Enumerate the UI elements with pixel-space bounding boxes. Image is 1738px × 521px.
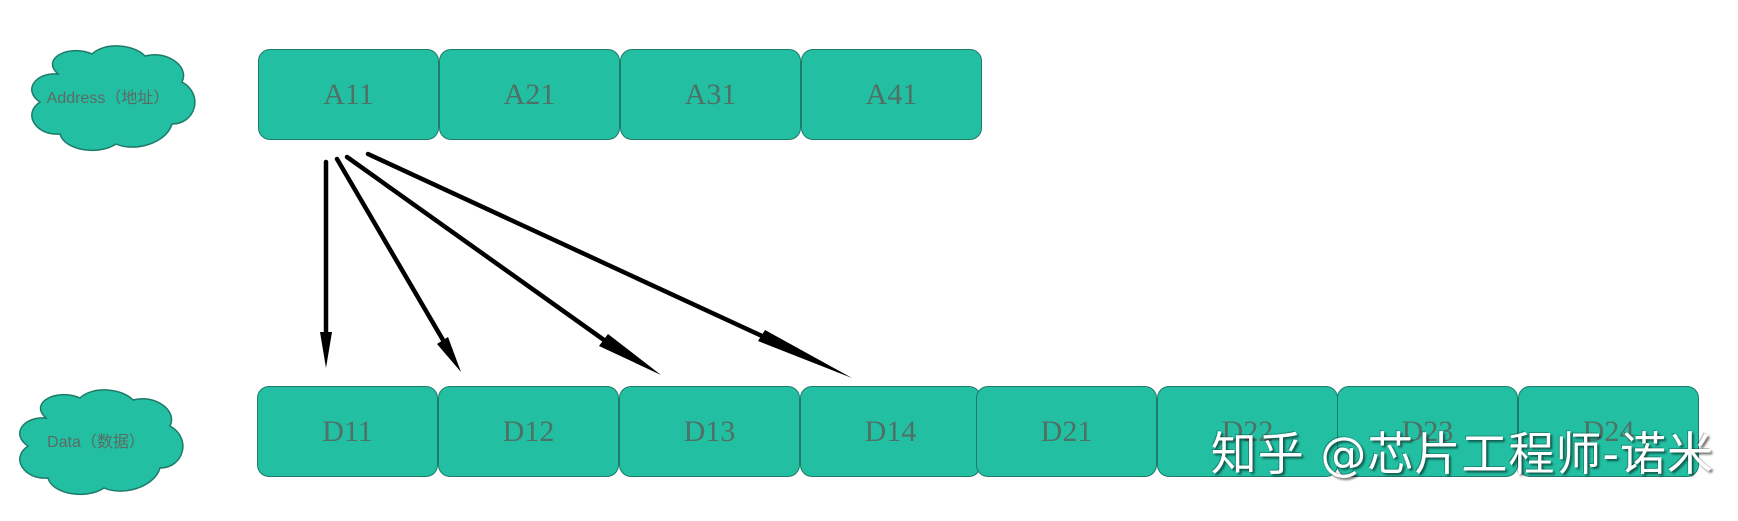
arrow-a11-d12 [334, 156, 461, 372]
data-cloud [19, 389, 184, 496]
watermark: 知乎 @芯片工程师-诺米 [1210, 427, 1714, 481]
data-cell-d23: D23 [1337, 386, 1518, 477]
data-cloud-label: Data（数据） [47, 434, 145, 451]
address-cloud [31, 45, 196, 152]
data-cell-d13: D13 [619, 386, 800, 477]
address-cell-a31: A31 [620, 49, 801, 140]
data-cell-d21: D21 [976, 386, 1157, 477]
arrow-a11-d13 [344, 154, 661, 375]
address-cloud-label: Address（地址） [46, 90, 170, 107]
arrow-a11-d14 [365, 151, 852, 378]
address-cell-a41: A41 [801, 49, 982, 140]
address-cell-a11: A11 [258, 49, 439, 140]
data-cell-d11: D11 [257, 386, 438, 477]
data-cell-d22: D22 [1157, 386, 1338, 477]
data-cell-d12: D12 [438, 386, 619, 477]
arrow-a11-d11 [320, 159, 332, 368]
arrows [320, 151, 852, 378]
data-cell-d14: D14 [800, 386, 981, 477]
data-cell-d24: D24 [1518, 386, 1699, 477]
address-cell-a21: A21 [439, 49, 620, 140]
